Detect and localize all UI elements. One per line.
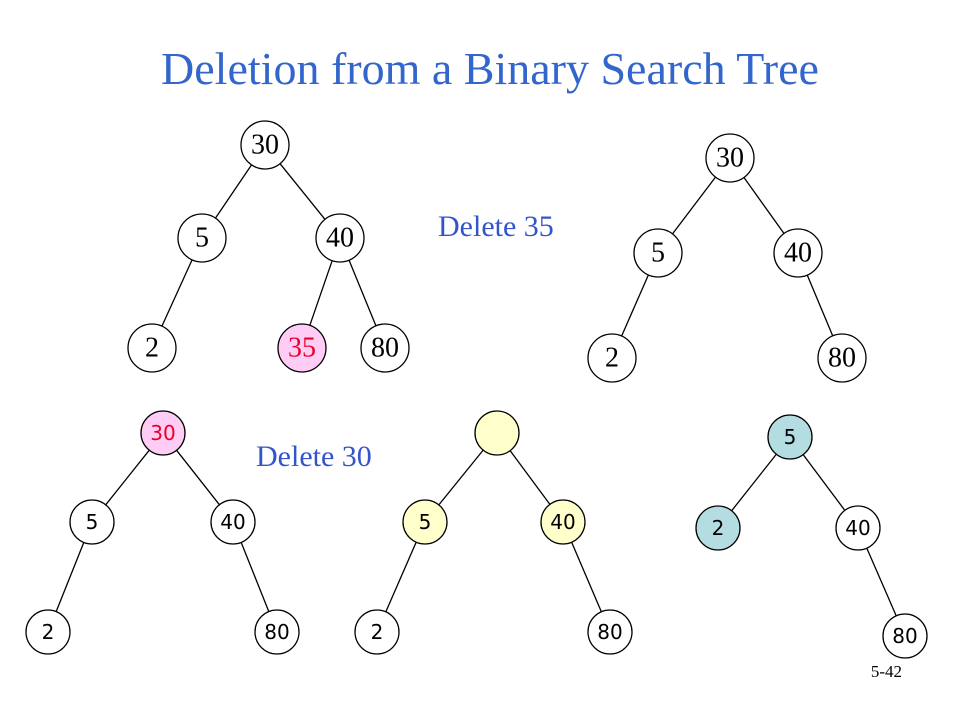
tree-node-80 <box>587 609 633 655</box>
tree-1-before-delete-35: 30 5 40 2 35 80 <box>127 120 410 373</box>
tree-edge <box>55 542 85 612</box>
tree-node-label: 40 <box>326 223 354 254</box>
tree-edge <box>802 454 846 511</box>
tree-node-40 <box>315 213 365 263</box>
tree-edge <box>438 449 484 506</box>
tree-node-label: 40 <box>220 510 245 534</box>
tree-node-5 <box>402 499 448 545</box>
tree-node-80 <box>882 613 928 659</box>
tree-node-empty <box>474 410 520 456</box>
tree-edge <box>279 163 326 220</box>
tree-node-label: 5 <box>651 238 665 269</box>
tree-edge <box>385 541 417 613</box>
tree-node-label: 5 <box>419 510 432 534</box>
tree-edge <box>743 177 785 234</box>
tree-node-5 <box>767 414 813 460</box>
tree-node-label: 5 <box>86 510 99 534</box>
tree-edge <box>731 453 777 512</box>
tree-edge <box>671 176 717 235</box>
tree-node-5 <box>177 213 227 263</box>
tree-node-label: 2 <box>145 333 159 364</box>
tree-5-after-delete-30: 5 2 40 80 <box>695 414 928 659</box>
tree-edge <box>161 259 193 327</box>
tree-node-label: 2 <box>42 620 55 644</box>
tree-2-after-delete-35: 30 5 40 2 80 <box>587 133 867 383</box>
tree-node-2 <box>25 609 71 655</box>
tree-edge <box>214 164 253 219</box>
tree-node-label: 35 <box>288 333 316 364</box>
tree-node-label: 30 <box>716 143 744 174</box>
tree-node-label: 30 <box>251 130 279 161</box>
tree-node-80 <box>817 333 867 383</box>
tree-node-40 <box>835 505 881 551</box>
tree-edge <box>240 542 270 612</box>
caption-delete-35: Delete 35 <box>438 210 554 243</box>
tree-node-label: 80 <box>892 624 917 648</box>
tree-node-2 <box>587 333 637 383</box>
tree-edge <box>621 274 649 337</box>
tree-node-2 <box>354 609 400 655</box>
tree-node-label: 2 <box>371 620 384 644</box>
tree-node-35 <box>277 323 327 373</box>
tree-node-80 <box>360 323 410 373</box>
tree-3-before-delete-30: 30 5 40 2 80 <box>25 410 300 655</box>
tree-node-5 <box>633 228 683 278</box>
tree-node-40 <box>540 499 586 545</box>
tree-edge <box>348 259 377 327</box>
tree-node-2 <box>127 323 177 373</box>
tree-4-root-removed: 5 40 2 80 <box>354 410 633 655</box>
tree-edge <box>866 547 897 617</box>
tree-node-label: 2 <box>712 516 725 540</box>
caption-delete-30: Delete 30 <box>256 440 372 473</box>
tree-node-label: 40 <box>784 238 812 269</box>
tree-node-80 <box>254 609 300 655</box>
tree-node-label: 40 <box>550 510 575 534</box>
tree-edge <box>105 449 150 506</box>
tree-node-label: 80 <box>828 343 856 374</box>
tree-node-label: 5 <box>195 223 209 254</box>
tree-edge <box>571 541 602 613</box>
tree-edge <box>309 260 333 326</box>
tree-node-label: 2 <box>605 343 619 374</box>
tree-node-40 <box>773 228 823 278</box>
tree-node-label: 30 <box>150 421 175 445</box>
tree-node-label: 40 <box>845 516 870 540</box>
tree-node-30 <box>705 133 755 183</box>
tree-node-label: 80 <box>597 620 622 644</box>
tree-node-40 <box>210 499 256 545</box>
tree-node-label: 80 <box>371 333 399 364</box>
tree-node-label: 5 <box>784 425 797 449</box>
tree-edge <box>176 449 220 506</box>
tree-edge <box>806 274 834 337</box>
tree-node-label: 80 <box>264 620 289 644</box>
tree-node-30 <box>240 120 290 170</box>
tree-node-5 <box>69 499 115 545</box>
tree-node-30 <box>140 410 186 456</box>
slide-title: Deletion from a Binary Search Tree <box>161 43 819 94</box>
tree-node-2 <box>695 505 741 551</box>
tree-edge <box>509 450 551 505</box>
slide-number: 5-42 <box>870 662 902 681</box>
